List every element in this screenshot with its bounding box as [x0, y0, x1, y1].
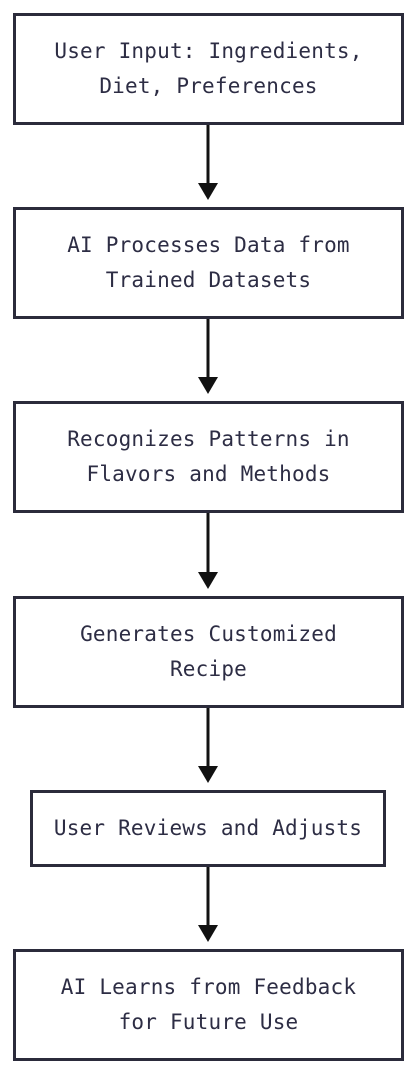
- step-label: AI Processes Data from Trained Datasets: [67, 233, 350, 292]
- step-ai-learns: AI Learns from Feedback for Future Use: [13, 949, 404, 1061]
- arrow-5-to-6: [198, 867, 218, 942]
- arrow-1-to-2: [198, 125, 218, 200]
- step-label: Recognizes Patterns in Flavors and Metho…: [67, 427, 350, 486]
- step-label: User Reviews and Adjusts: [53, 816, 363, 840]
- step-label: Generates Customized Recipe: [80, 622, 337, 681]
- arrow-3-to-4: [198, 513, 218, 589]
- step-user-input: User Input: Ingredients, Diet, Preferenc…: [13, 13, 404, 125]
- step-ai-processes-data: AI Processes Data from Trained Datasets: [13, 207, 404, 319]
- step-label: User Input: Ingredients, Diet, Preferenc…: [54, 39, 363, 98]
- arrow-4-to-5: [198, 708, 218, 783]
- step-user-reviews: User Reviews and Adjusts: [30, 790, 386, 867]
- step-generates-recipe: Generates Customized Recipe: [13, 596, 404, 708]
- step-recognizes-patterns: Recognizes Patterns in Flavors and Metho…: [13, 401, 404, 513]
- arrow-2-to-3: [198, 319, 218, 394]
- step-label: AI Learns from Feedback for Future Use: [60, 975, 357, 1034]
